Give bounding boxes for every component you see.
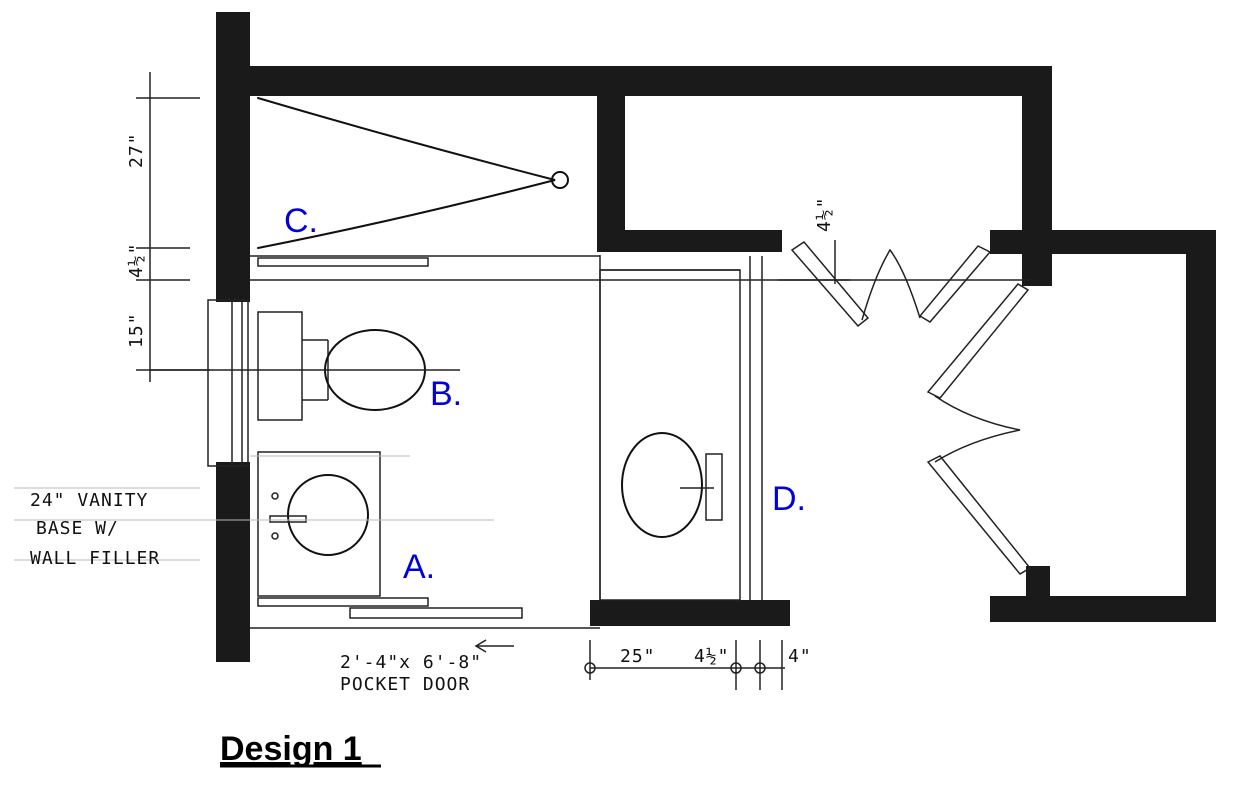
dim-door: 4½" (814, 196, 835, 232)
left-wall-lower (216, 462, 250, 662)
toilet-tank (257, 311, 303, 421)
design-title: Design 1 (220, 730, 362, 768)
marker-b: B. (430, 375, 462, 413)
entry-door-leaf (790, 241, 870, 328)
vanity-note-line3: WALL FILLER (30, 548, 160, 569)
pocket-door-note-line1: 2'-4"x 6'-8" (340, 652, 482, 673)
right-room-top-wall (990, 230, 1215, 254)
bifold-door-bottom (926, 455, 1032, 575)
sink-d (621, 432, 703, 538)
pocket-door-note-line2: POCKET DOOR (340, 674, 470, 695)
left-wall-upper (216, 12, 250, 302)
marker-d: D. (772, 480, 806, 518)
dim-15: 15" (126, 312, 147, 348)
shower-curtain (257, 97, 556, 249)
vanity-note-line2: BASE W/ (36, 518, 119, 539)
pocket-door (257, 597, 429, 607)
dim-4: 4" (788, 646, 812, 667)
dim-4-5-horizontal: 4½" (694, 646, 730, 667)
vanity-a (257, 451, 381, 597)
right-room-right-wall (1186, 230, 1216, 620)
line-work (14, 72, 1032, 690)
dim-27: 27" (126, 132, 147, 168)
shower-head (551, 171, 569, 189)
dim-4-5-vertical: 4½" (126, 242, 147, 278)
shower-curb (257, 257, 429, 267)
entry-door-leaf-2 (918, 245, 992, 323)
top-wall (240, 66, 1050, 96)
marker-a: A. (403, 548, 435, 586)
bifold-door-top (926, 283, 1030, 399)
closet-bottom-wall (597, 230, 782, 252)
walls (216, 12, 1216, 662)
vanity-d (599, 269, 741, 601)
dim-25: 25" (620, 646, 656, 667)
right-room-bottom-wall (990, 596, 1216, 622)
sink-a (287, 474, 369, 556)
middle-partition (597, 92, 625, 252)
marker-c: C. (284, 202, 318, 240)
window-left (207, 299, 249, 467)
vanity-note-line1: 24" VANITY (30, 490, 148, 511)
right-room-stub-bottom (1026, 566, 1050, 606)
bath-bottom-wall (590, 600, 790, 626)
